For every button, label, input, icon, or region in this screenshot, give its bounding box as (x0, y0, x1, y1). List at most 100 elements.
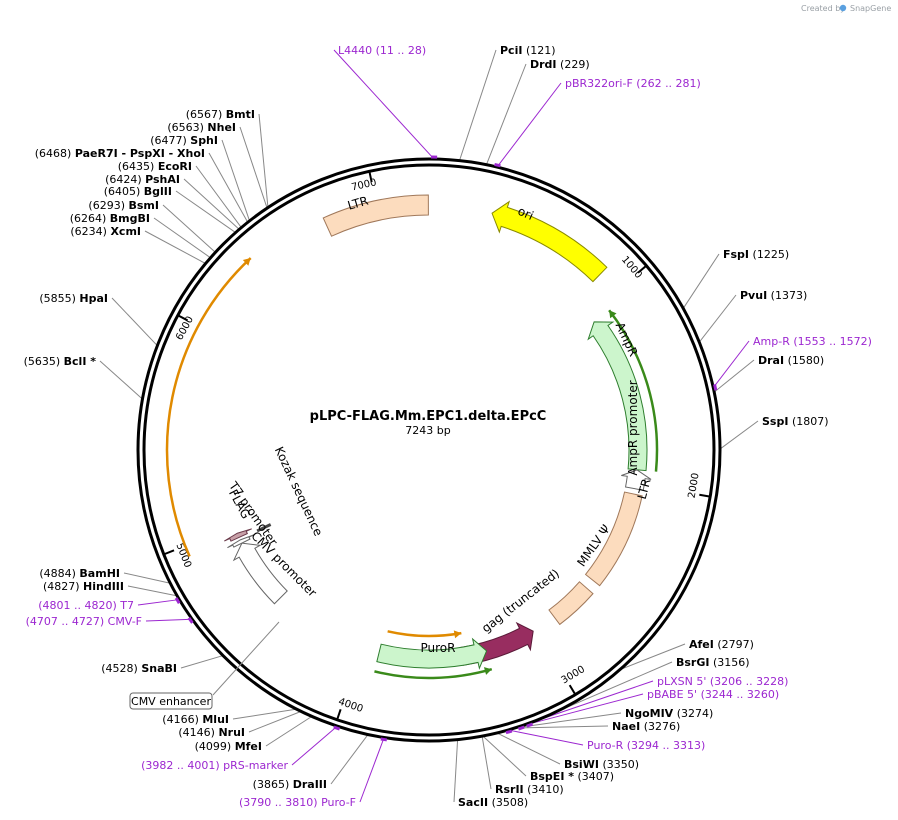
primer-mark-plxsn-5 (526, 722, 534, 728)
tick-1000 (637, 264, 648, 274)
site-position: (6405) (104, 185, 141, 198)
leader-drai (713, 359, 755, 393)
ori-feature (491, 200, 608, 283)
site-name: Amp-R (753, 335, 790, 348)
primer-mark-puro-r (505, 729, 513, 735)
ori-label: ori (516, 204, 536, 223)
site-bsiwi: BsiWI (3350) (564, 758, 639, 771)
site-position: (1553 .. 1572) (793, 335, 872, 348)
site-position: (5635) (24, 355, 61, 368)
site-position: (3294 .. 3313) (627, 739, 706, 752)
leader-paer7i-pspxi-xhoi (208, 152, 249, 223)
site-bmgbi: (6264) BmgBI (70, 212, 150, 225)
site-name: PvuI (740, 289, 767, 302)
cmv-promoter-feature (232, 542, 288, 605)
orfs-layer (165, 257, 659, 680)
site-position: (3206 .. 3228) (710, 675, 789, 688)
leader-fspi (682, 253, 720, 309)
primer-mark-cmv-f (187, 616, 194, 624)
site-puro-f: (3790 .. 3810) Puro-F (239, 796, 356, 809)
site-name: SspI (762, 415, 788, 428)
site-ngomiv: NgoMIV (3274) (625, 707, 713, 720)
site-position: (3982 .. 4001) (141, 759, 220, 772)
plasmid-name: pLPC-FLAG.Mm.EPC1.delta.EPcC (310, 409, 547, 424)
site-bcli: (5635) BclI * (24, 355, 97, 368)
leader-bmti (258, 113, 269, 208)
leader-nhei (239, 126, 268, 209)
site-name: FspI (723, 248, 749, 261)
site-drai: DraI (1580) (758, 354, 824, 367)
leader-hpai (111, 297, 158, 347)
site-name: NruI (218, 726, 245, 739)
ltr-right-label: LTR (635, 477, 654, 501)
tick-7000 (368, 171, 373, 183)
site-position: (4166) (162, 713, 199, 726)
orf-flag-arc (165, 257, 252, 557)
site-bsrgi: BsrGI (3156) (676, 656, 750, 669)
site-name: PciI (500, 44, 522, 57)
site-cmv-f: (4707 .. 4727) CMV-F (26, 615, 142, 628)
site-name: BsiWI (564, 758, 599, 771)
leader-pvui (698, 294, 737, 343)
primer-mark-prs-marker (333, 725, 341, 731)
site-name: XcmI (110, 225, 141, 238)
site-plxsn-5: pLXSN 5' (3206 .. 3228) (657, 675, 788, 688)
site-name: HindIII (83, 580, 124, 593)
site-name: SacII (458, 796, 488, 809)
site-labels: PciI (121)DrdI (229)pBR322ori-F (262 .. … (24, 44, 872, 809)
site-position: (3410) (527, 783, 564, 796)
site-t7: (4801 .. 4820) T7 (38, 599, 134, 612)
site-sacii: SacII (3508) (458, 796, 528, 809)
site-position: (6468) (35, 147, 72, 160)
site-draiii: (3865) DraIII (253, 778, 327, 791)
primer-mark-pbr322ori-f (494, 162, 501, 168)
leader-bamhi (123, 572, 171, 584)
site-name: EcoRI (158, 160, 192, 173)
snapgene-logo: SnapGene (839, 4, 891, 13)
site-bsmi: (6293) BsmI (88, 199, 159, 212)
site-afei: AfeI (2797) (689, 638, 754, 651)
site-name: AfeI (689, 638, 714, 651)
ampr-promoter-feature (621, 469, 652, 491)
site-fspi: FspI (1225) (723, 248, 789, 261)
site-position: (6234) (70, 225, 107, 238)
site-position: (3276) (644, 720, 681, 733)
orf-puror-arc (374, 667, 493, 680)
site-naei: NaeI (3276) (612, 720, 680, 733)
site-name: BmtI (226, 108, 255, 121)
site-prs-marker: (3982 .. 4001) pRS-marker (141, 759, 288, 772)
site-position: (3244 .. 3260) (701, 688, 780, 701)
site-name: SnaBI (141, 662, 177, 675)
tick-label-2000: 2000 (687, 472, 702, 499)
site-position: (229) (560, 58, 590, 71)
site-position: (3508) (492, 796, 529, 809)
t7-promoter-feature (227, 534, 255, 549)
site-position: (6293) (88, 199, 125, 212)
leader-t7 (137, 599, 180, 606)
brand-text: SnapGene (850, 4, 891, 13)
leader-puro-f (359, 737, 385, 803)
site-nhei: (6563) NheI (167, 121, 236, 134)
puror-label: PuroR (421, 641, 456, 655)
site-amp-r: Amp-R (1553 .. 1572) (753, 335, 872, 348)
site-pvui: PvuI (1373) (740, 289, 807, 302)
site-name: DraI (758, 354, 784, 367)
site-name: Puro-F (321, 796, 356, 809)
site-bmti: (6567) BmtI (186, 108, 255, 121)
site-name: BsrGI (676, 656, 709, 669)
leader-pcii (459, 49, 497, 161)
site-sphi: (6477) SphI (150, 134, 218, 147)
site-l4440: L4440 (11 .. 28) (338, 44, 426, 57)
site-position: (3350) (602, 758, 639, 771)
primer-mark-pbabe-5 (517, 725, 525, 731)
site-position: (3156) (713, 656, 750, 669)
credit-text: Created by (801, 4, 845, 13)
site-position: (3274) (677, 707, 714, 720)
site-name: T7 (119, 599, 134, 612)
site-name: SphI (190, 134, 218, 147)
site-position: (3407) (578, 770, 615, 783)
tick-5000 (163, 549, 175, 556)
orf-flag-arrowhead (242, 258, 251, 266)
site-name: NaeI (612, 720, 640, 733)
